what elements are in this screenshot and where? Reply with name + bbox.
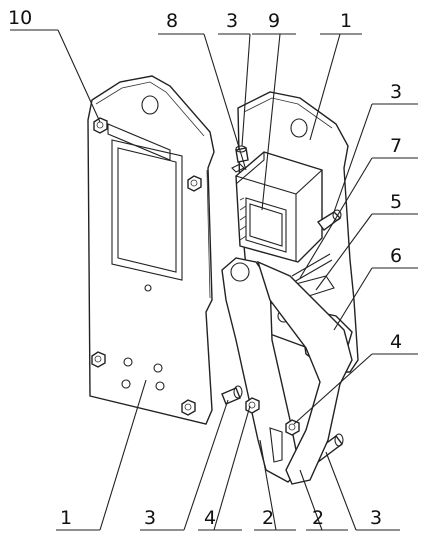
bolt-heads	[91, 117, 202, 416]
callout-10-top: 10	[8, 7, 32, 29]
pin-top-left	[235, 145, 249, 163]
callout-8-top: 8	[166, 10, 178, 32]
callout-1-bottom: 1	[60, 507, 72, 529]
callout-6-right: 6	[390, 245, 402, 267]
bolt-4-right-arm	[285, 419, 300, 436]
bolt-head-top-left	[93, 117, 108, 134]
bolt-head-top-right	[187, 175, 202, 192]
callout-7-right: 7	[390, 135, 402, 157]
callout-4-bottom: 4	[204, 507, 216, 529]
callout-9-top: 9	[268, 10, 280, 32]
pin-bottom-left	[221, 385, 243, 405]
callout-4-right: 4	[390, 331, 402, 353]
callout-3-right: 3	[390, 81, 402, 103]
callout-5-right: 5	[390, 191, 402, 213]
callout-3-top: 3	[226, 10, 238, 32]
bolt-head-bottom-left	[91, 351, 106, 368]
bolt-head-bottom-right	[181, 399, 196, 416]
pin-right-upper	[316, 209, 342, 231]
callout-3-bottom-b: 3	[370, 507, 382, 529]
callout-3-bottom-a: 3	[144, 507, 156, 529]
callout-2-bottom-a: 2	[262, 507, 274, 529]
left-base-plate	[87, 75, 215, 425]
leader-lines	[10, 29, 418, 531]
callout-labels: 10 8 3 9 1 3 7 5 6 4 1 3 4 2 2 3	[8, 7, 402, 529]
solenoid-block	[231, 151, 323, 263]
callout-1-top: 1	[340, 10, 352, 32]
bolt-4-lower-arm	[245, 397, 260, 414]
callout-2-bottom-b: 2	[312, 507, 324, 529]
